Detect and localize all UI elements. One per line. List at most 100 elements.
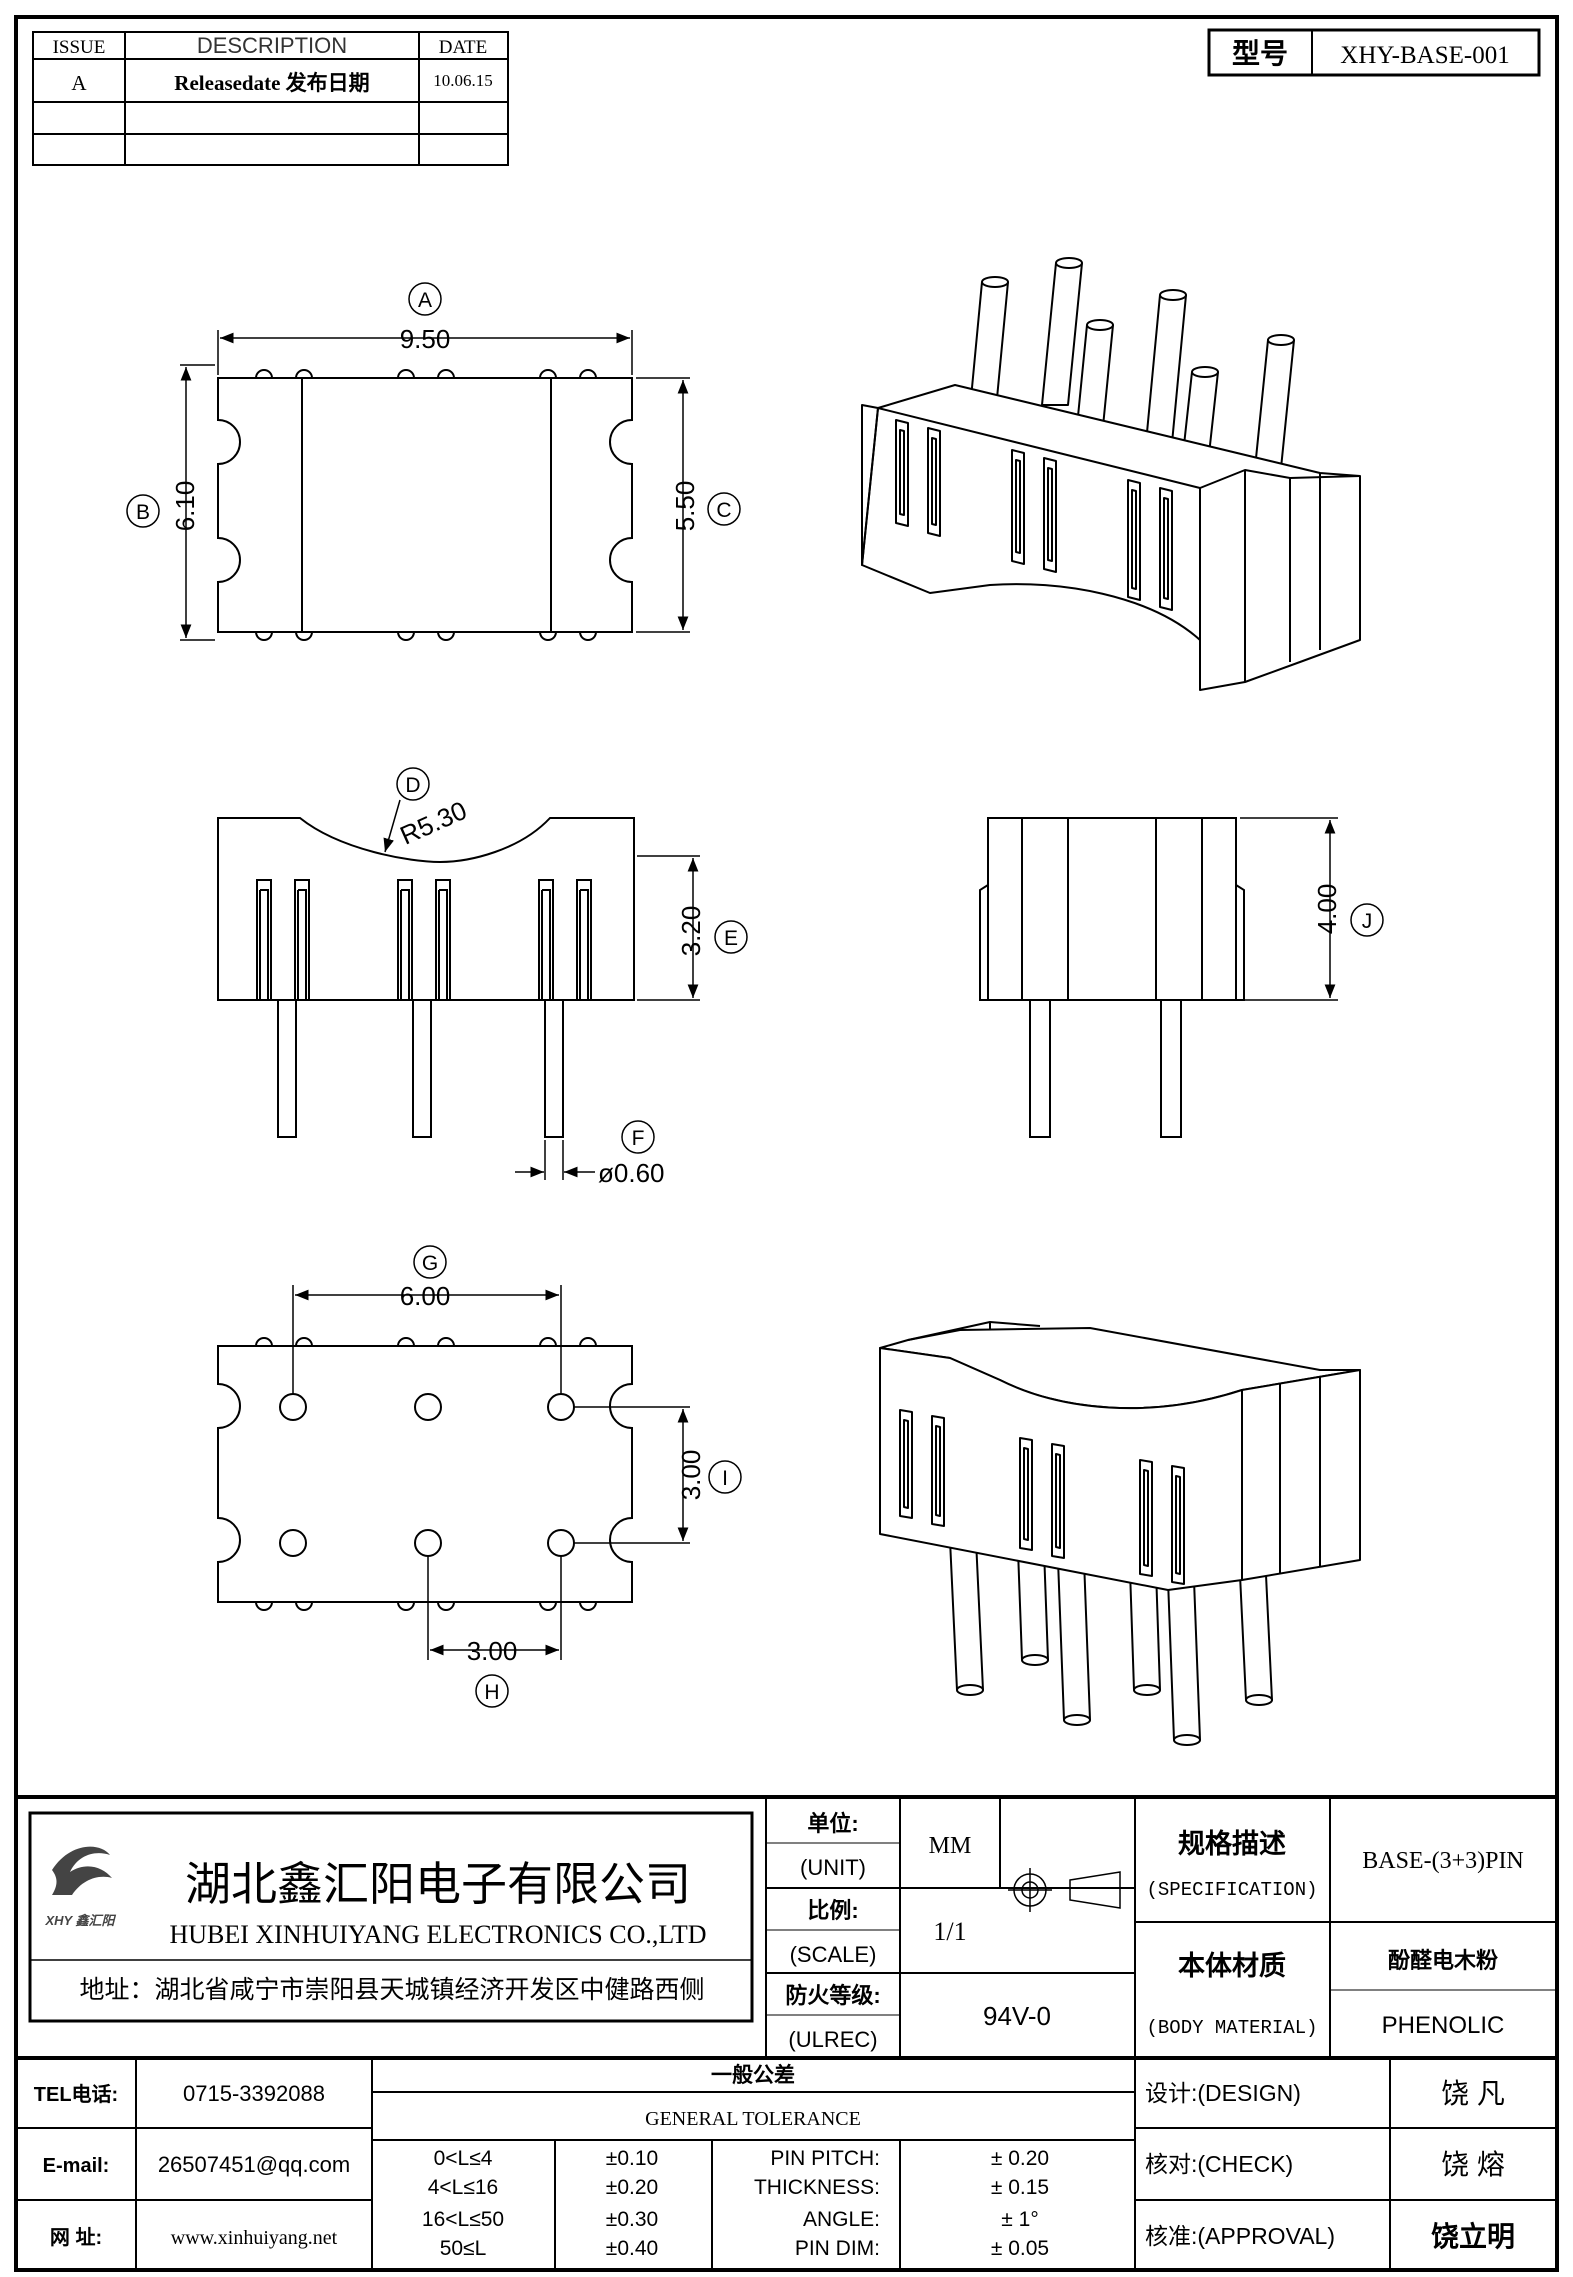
callout-j: J xyxy=(1350,903,1384,937)
tolerance-title-en: GENERAL TOLERANCE xyxy=(645,2108,861,2130)
sheet-border xyxy=(14,15,1559,2272)
model-label: 型号 xyxy=(1232,38,1288,69)
tol-value: ±0.10 xyxy=(606,2147,658,2170)
model-value: XHY-BASE-001 xyxy=(1340,42,1509,69)
web-label: 网 址: xyxy=(50,2226,102,2249)
param-tol: ± 0.20 xyxy=(991,2147,1049,2170)
param-name: THICKNESS: xyxy=(754,2176,880,2199)
callout-b: B xyxy=(126,494,160,528)
company-name-en: HUBEI XINHUIYANG ELECTRONICS CO.,LTD xyxy=(169,1920,706,1949)
company-logo-text: XHY 鑫汇阳 xyxy=(44,1913,116,1928)
front-slots xyxy=(256,879,592,1001)
scale-label-en: (SCALE) xyxy=(790,1942,877,1967)
model-box: 型号 XHY-BASE-001 xyxy=(1207,28,1541,77)
iso-view-pins-up xyxy=(861,257,1361,691)
design-label: 设计:(DESIGN) xyxy=(1145,2080,1301,2106)
title-block-lines xyxy=(16,1795,1557,2270)
param-name: PIN PITCH: xyxy=(770,2147,880,2170)
tol-value: ±0.20 xyxy=(606,2176,658,2199)
scale-label: 比例: xyxy=(807,1898,858,1923)
callout-a-letter: A xyxy=(418,289,432,312)
callout-f-letter: F xyxy=(632,1127,645,1150)
spec-label-en: (SPECIFICATION) xyxy=(1146,1879,1317,1901)
tol-range: 50≤L xyxy=(440,2237,487,2260)
dim-e-value: 3.20 xyxy=(676,906,706,957)
revision-table xyxy=(32,31,509,166)
rev-row-date: 10.06.15 xyxy=(433,71,493,90)
rev-header-date: DATE xyxy=(439,37,488,58)
tolerance-ranges: 0<L≤4 ±0.10 4<L≤16 ±0.20 16<L≤50 ±0.30 5… xyxy=(422,2147,658,2260)
rev-row-issue: A xyxy=(71,71,87,95)
side-view-dims xyxy=(1240,817,1338,1001)
dim-j-value: 4.00 xyxy=(1312,884,1342,935)
bottom-view xyxy=(217,1337,633,1611)
callout-i-letter: I xyxy=(722,1467,728,1490)
company-name-cn: 湖北鑫汇阳电子有限公司 xyxy=(185,1859,691,1910)
design-name: 饶 凡 xyxy=(1441,2078,1505,2109)
top-view-dims xyxy=(180,330,690,641)
unit-label-en: (UNIT) xyxy=(800,1855,866,1880)
dim-d-value: R5.30 xyxy=(396,795,472,851)
tol-range: 0<L≤4 xyxy=(434,2147,493,2170)
dim-f-value: ø0.60 xyxy=(598,1158,665,1188)
company-address: 地址：湖北省咸宁市崇阳县天城镇经济开发区中健路西侧 xyxy=(79,1976,704,2004)
tel-value: 0715-3392088 xyxy=(183,2081,325,2106)
email-value: 26507451@qq.com xyxy=(158,2152,350,2177)
tol-value: ±0.40 xyxy=(606,2237,658,2260)
callout-i: I xyxy=(708,1460,742,1494)
dim-h-value: 3.00 xyxy=(467,1636,518,1666)
dim-i-value: 3.00 xyxy=(676,1450,706,1501)
scale-value: 1/1 xyxy=(933,1917,966,1946)
unit-value: MM xyxy=(929,1833,972,1859)
tolerance-title-cn: 一般公差 xyxy=(711,2063,795,2087)
ul-value: 94V-0 xyxy=(983,2001,1051,2031)
rev-header-description: DESCRIPTION xyxy=(197,33,347,58)
check-label: 核对:(CHECK) xyxy=(1145,2151,1293,2177)
material-cn: 酚醛电木粉 xyxy=(1388,1948,1498,1973)
callout-c: C xyxy=(707,492,741,526)
material-en: PHENOLIC xyxy=(1382,2012,1505,2039)
callout-e-letter: E xyxy=(724,927,738,950)
callout-b-letter: B xyxy=(136,501,150,524)
callout-e: E xyxy=(714,920,748,954)
callout-f: F xyxy=(621,1120,655,1154)
tel-label: TEL电话: xyxy=(34,2083,118,2106)
param-name: ANGLE: xyxy=(803,2208,880,2231)
param-tol: ± 1° xyxy=(1001,2208,1038,2231)
projection-symbol xyxy=(1008,1868,1121,1912)
tol-range: 4<L≤16 xyxy=(428,2176,499,2199)
ul-label-en: (ULREC) xyxy=(788,2027,877,2052)
dim-g-value: 6.00 xyxy=(400,1281,451,1311)
web-value: www.xinhuiyang.net xyxy=(171,2227,338,2249)
param-tol: ± 0.15 xyxy=(991,2176,1049,2199)
dim-b-value: 6.10 xyxy=(170,481,200,532)
iso-pins-down xyxy=(949,1539,1273,1746)
callout-c-letter: C xyxy=(716,499,731,522)
approval-label: 核准:(APPROVAL) xyxy=(1145,2223,1335,2249)
spec-label: 规格描述 xyxy=(1178,1829,1286,1859)
unit-label: 单位: xyxy=(807,1811,858,1836)
rev-row-description: Releasedate 发布日期 xyxy=(174,71,369,95)
material-label-en: (BODY MATERIAL) xyxy=(1146,2017,1317,2039)
front-view-dims xyxy=(383,799,700,1180)
approval-name: 饶立明 xyxy=(1431,2220,1515,2252)
callout-d: D xyxy=(396,767,430,801)
callout-d-letter: D xyxy=(405,774,420,797)
top-view xyxy=(217,369,633,641)
iso-slots-down xyxy=(899,1409,1185,1585)
spec-value: BASE-(3+3)PIN xyxy=(1362,1848,1524,1874)
ul-label: 防火等级: xyxy=(785,1983,880,2008)
callout-a: A xyxy=(408,282,442,316)
dim-a-value: 9.50 xyxy=(400,324,451,354)
callout-h: H xyxy=(475,1674,509,1708)
iso-slots xyxy=(895,419,1173,611)
bottom-view-dims xyxy=(292,1285,690,1660)
side-view xyxy=(979,817,1245,1138)
tol-range: 16<L≤50 xyxy=(422,2208,504,2231)
param-name: PIN DIM: xyxy=(795,2237,880,2260)
email-label: E-mail: xyxy=(43,2155,110,2177)
check-name: 饶 熔 xyxy=(1441,2149,1505,2180)
tol-value: ±0.30 xyxy=(606,2208,658,2231)
